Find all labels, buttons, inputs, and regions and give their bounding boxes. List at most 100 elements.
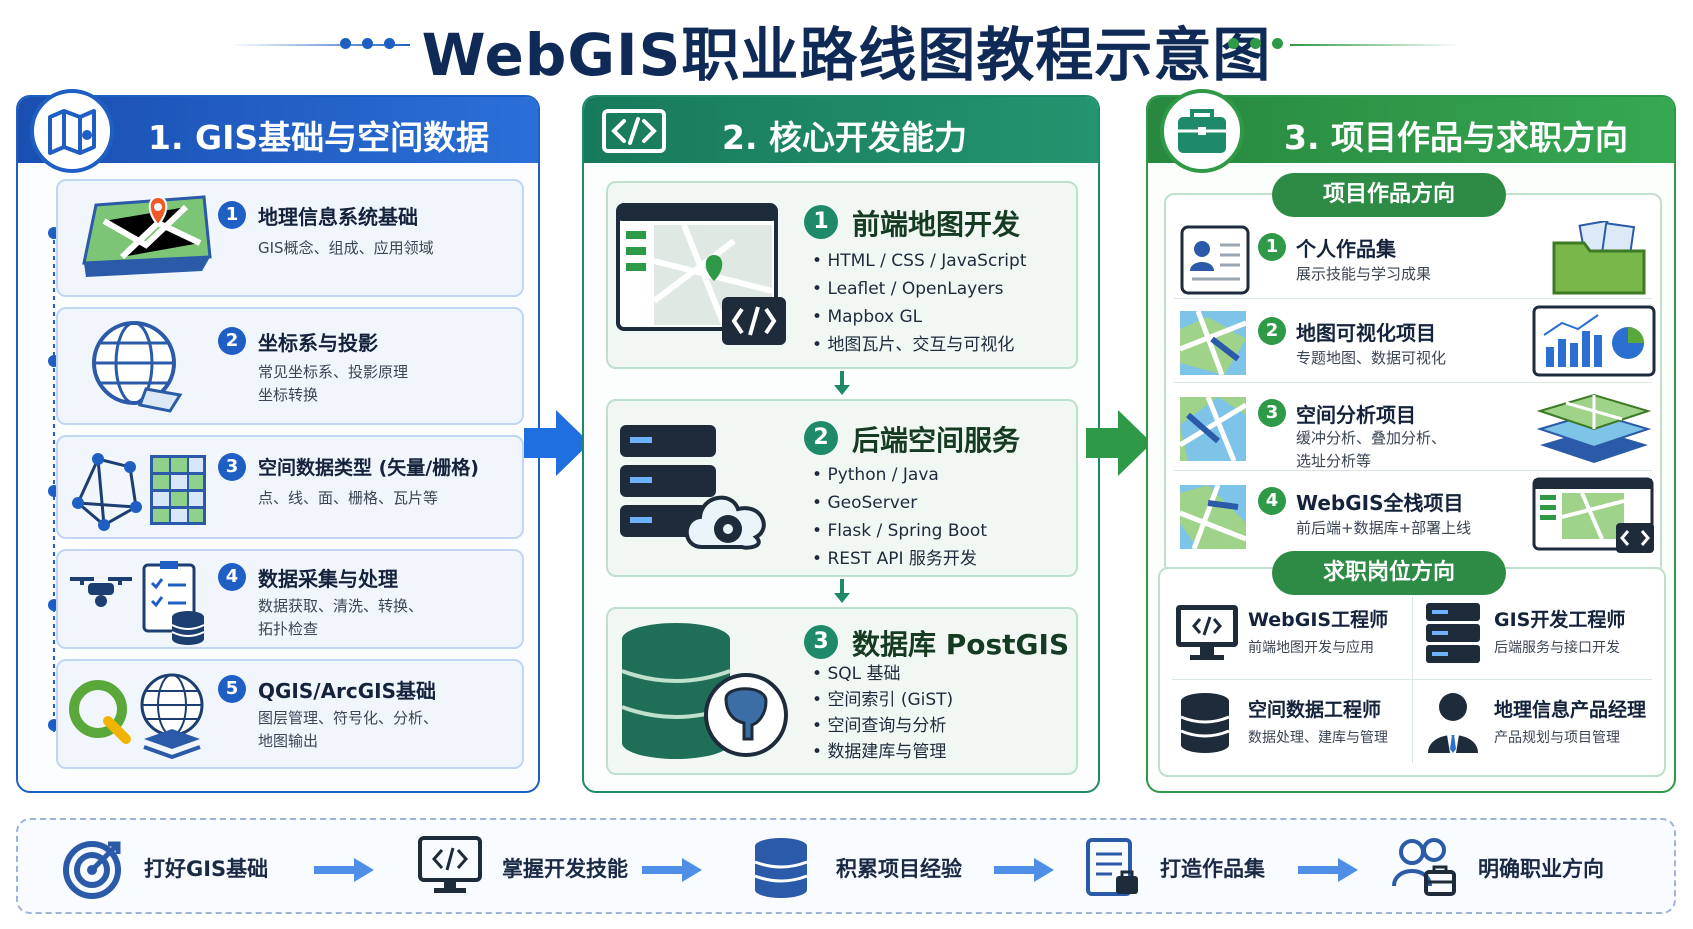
- down-arrow-icon: [834, 579, 850, 603]
- bullet-item: GeoServer: [812, 489, 987, 517]
- flow-arrow-right-icon: [524, 410, 590, 476]
- bottom-step-label: 打好GIS基础: [144, 857, 269, 881]
- card-subtitle: GIS概念、组成、应用领域: [258, 239, 434, 257]
- job-title: GIS开发工程师: [1494, 609, 1626, 631]
- bullet-item: 地图瓦片、交互与可视化: [812, 331, 1026, 359]
- job-title: 地理信息产品经理: [1494, 699, 1647, 721]
- job-subtitle: 后端服务与接口开发: [1494, 640, 1620, 656]
- card-backend: 2 后端空间服务 Python / Java GeoServer Flask /…: [606, 399, 1078, 577]
- server-cloud-icon: [620, 425, 766, 550]
- database-icon: [1180, 693, 1230, 753]
- step-number: 3: [218, 453, 246, 481]
- database-icon: [754, 838, 808, 898]
- card-qgis-arcgis: 5 QGIS/ArcGIS基础 图层管理、符号化、分析、 地图输出: [56, 659, 524, 769]
- bullet-item: SQL 基础: [812, 661, 953, 687]
- manager-icon: [1428, 693, 1478, 753]
- step-number: 1: [804, 205, 838, 239]
- code-icon: [602, 109, 666, 153]
- step-number: 5: [218, 675, 246, 703]
- monitor-code-icon: [1176, 605, 1238, 660]
- projects-label: 项目作品方向: [1272, 173, 1506, 217]
- title-left-dot: [362, 38, 373, 49]
- job-item: GIS开发工程师 后端服务与接口开发: [1420, 595, 1660, 671]
- profile-card-icon: [1180, 225, 1250, 295]
- map-icon: [30, 89, 114, 173]
- card-subtitle: 图层管理、符号化、分析、 地图输出: [258, 709, 439, 750]
- bullet-item: Python / Java: [812, 461, 987, 489]
- dashboard-icon: [1532, 305, 1656, 377]
- step-number: 2: [1258, 317, 1286, 345]
- job-item: 空间数据工程师 数据处理、建库与管理: [1170, 685, 1410, 761]
- card-frontend: 1 前端地图开发 HTML / CSS / JavaScript Leaflet…: [606, 181, 1078, 369]
- jobs-divider-v: [1412, 597, 1413, 763]
- jobs-divider-h: [1172, 679, 1652, 680]
- web-code-icon: [1532, 477, 1654, 553]
- bottom-step-label: 打造作品集: [1160, 857, 1265, 881]
- job-title: 空间数据工程师: [1248, 699, 1382, 721]
- project-title: 个人作品集: [1296, 237, 1396, 261]
- document-icon: [1086, 838, 1138, 896]
- column-projects-careers: 3. 项目作品与求职方向 项目作品方向 1 个人作品集 展示技能与学习成果 2 …: [1146, 89, 1676, 793]
- job-subtitle: 数据处理、建库与管理: [1248, 730, 1388, 746]
- step-number: 4: [1258, 487, 1286, 515]
- qgis-globe-icon: [69, 673, 204, 760]
- title-right-dot: [1250, 38, 1261, 49]
- step-number: 3: [804, 625, 838, 659]
- column-dev-skills: 2. 核心开发能力 1 前端地图开发 HTML / CSS / JavaScri…: [582, 95, 1100, 793]
- timeline-line: [53, 232, 55, 732]
- bullet-item: HTML / CSS / JavaScript: [812, 247, 1026, 275]
- card-title: 数据库 PostGIS: [852, 628, 1070, 661]
- card-database: 3 数据库 PostGIS SQL 基础 空间索引 (GiST) 空间查询与分析…: [606, 607, 1078, 775]
- project-title: 空间分析项目: [1296, 403, 1416, 427]
- server-icon: [1426, 603, 1480, 663]
- project-title: 地图可视化项目: [1296, 321, 1436, 345]
- title-right-line: [1290, 44, 1460, 46]
- column-header: 1. GIS基础与空间数据: [18, 89, 538, 173]
- flow-arrow-right-icon: [1086, 410, 1152, 476]
- bottom-step-label: 明确职业方向: [1478, 857, 1604, 881]
- down-arrow-icon: [834, 371, 850, 395]
- card-subtitle: 数据获取、清洗、转换、 拓扑检查: [258, 597, 424, 638]
- card-title: QGIS/ArcGIS基础: [258, 679, 437, 703]
- title-right-dot: [1228, 38, 1239, 49]
- bullet-item: 数据建库与管理: [812, 739, 953, 765]
- job-subtitle: 前端地图开发与应用: [1248, 640, 1374, 656]
- bullet-item: Leaflet / OpenLayers: [812, 275, 1026, 303]
- card-title: 坐标系与投影: [258, 331, 378, 355]
- column-title: 3. 项目作品与求职方向: [1284, 118, 1628, 157]
- project-subtitle: 专题地图、数据可视化: [1296, 349, 1447, 367]
- vector-raster-icon: [72, 453, 206, 531]
- project-row: 1 个人作品集 展示技能与学习成果: [1174, 219, 1652, 299]
- card-title: 地理信息系统基础: [258, 205, 418, 229]
- job-item: 地理信息产品经理 产品规划与项目管理: [1420, 685, 1660, 761]
- job-item: WebGIS工程师 前端地图开发与应用: [1170, 595, 1410, 671]
- bullet-item: Mapbox GL: [812, 303, 1026, 331]
- web-map-icon: [616, 203, 786, 345]
- map-tile-icon: [1178, 396, 1248, 462]
- bullet-item: 空间查询与分析: [812, 713, 953, 739]
- globe-icon: [92, 321, 183, 413]
- job-subtitle: 产品规划与项目管理: [1494, 730, 1620, 746]
- card-data-collection: 4 数据采集与处理 数据获取、清洗、转换、 拓扑检查: [56, 549, 524, 649]
- people-icon: [1392, 838, 1456, 896]
- card-subtitle: 常见坐标系、投影原理 坐标转换: [258, 363, 409, 404]
- column-gis-basics: 1. GIS基础与空间数据 1 地理信息系统基础 GIS概念、组成、应用领域 2…: [16, 89, 540, 793]
- project-title: WebGIS全栈项目: [1296, 491, 1464, 515]
- step-number: 4: [218, 563, 246, 591]
- bullet-item: Flask / Spring Boot: [812, 517, 987, 545]
- arrow-right-icon: [1298, 858, 1358, 882]
- card-title: 后端空间服务: [852, 424, 1021, 457]
- project-subtitle: 缓冲分析、叠加分析、 选址分析等: [1296, 429, 1447, 470]
- project-row: 4 WebGIS全栈项目 前后端+数据库+部署上线: [1174, 475, 1654, 561]
- project-row: 3 空间分析项目 缓冲分析、叠加分析、 选址分析等: [1174, 387, 1652, 471]
- page-title: WebGIS职业路线图教程示意图: [421, 21, 1272, 89]
- project-subtitle: 展示技能与学习成果: [1296, 265, 1432, 283]
- project-subtitle: 前后端+数据库+部署上线: [1296, 519, 1472, 537]
- title-left-dot: [384, 38, 395, 49]
- project-row: 2 地图可视化项目 专题地图、数据可视化: [1174, 303, 1656, 383]
- database-postgres-icon: [621, 623, 788, 759]
- column-title: 2. 核心开发能力: [722, 118, 967, 157]
- job-title: WebGIS工程师: [1248, 609, 1389, 631]
- bullet-list: Python / Java GeoServer Flask / Spring B…: [812, 461, 987, 573]
- bullet-list: HTML / CSS / JavaScript Leaflet / OpenLa…: [812, 247, 1026, 359]
